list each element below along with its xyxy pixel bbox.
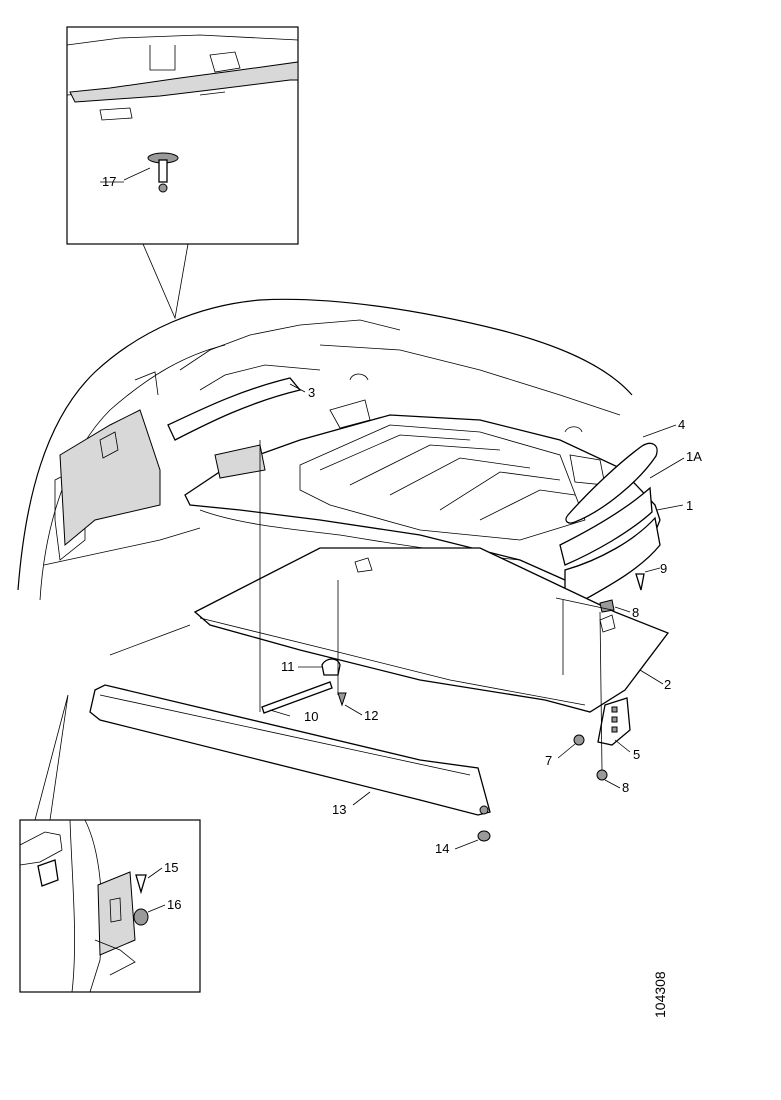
callout-14: 14	[435, 841, 449, 856]
trim-panel-13	[89, 684, 491, 816]
callout-12: 12	[364, 708, 378, 723]
callout-16: 16	[167, 897, 181, 912]
bracket-5	[597, 697, 631, 746]
fastener-17	[147, 152, 179, 193]
detail-pointer-bottom	[34, 694, 69, 821]
fasteners	[261, 573, 645, 842]
trim-strip-left	[167, 377, 302, 441]
nut-7	[573, 734, 585, 746]
nut-8-lower	[596, 769, 608, 781]
callout-8-lower: 8	[622, 780, 629, 795]
callout-3: 3	[308, 385, 315, 400]
document-number: 104308	[652, 971, 668, 1018]
callout-1: 1	[686, 498, 693, 513]
assembly-guide-lines	[109, 440, 613, 771]
callout-13: 13	[332, 802, 346, 817]
callout-15: 15	[164, 860, 178, 875]
detail-inset-bottom	[19, 819, 201, 993]
callout-10: 10	[304, 709, 318, 724]
screw-15	[135, 874, 147, 895]
nut-16	[133, 908, 149, 926]
callout-11: 11	[281, 659, 295, 674]
callout-1A: 1A	[686, 449, 702, 464]
rod-10	[261, 681, 333, 714]
screw-12	[337, 692, 347, 707]
callout-5: 5	[633, 747, 640, 762]
detail-inset-top-frame	[66, 26, 299, 245]
screw-9	[635, 573, 645, 591]
nut-8-upper	[599, 599, 615, 613]
callout-8-upper: 8	[632, 605, 639, 620]
callout-4: 4	[678, 417, 685, 432]
trim-piece-4	[565, 442, 658, 524]
panel-1A	[559, 486, 653, 566]
callout-labels: 17 3 4 1A 1 9 8 2 5 7 8 11 12 10 13 14 1	[100, 174, 702, 913]
cargo-cover-2	[193, 547, 670, 713]
detail-inset-bottom-frame	[19, 819, 201, 993]
detail-inset-top	[66, 26, 299, 245]
nut-14	[477, 830, 491, 842]
vehicle-body-outline	[17, 298, 633, 601]
callout-7: 7	[545, 753, 552, 768]
clip-11	[321, 658, 341, 676]
callout-9: 9	[660, 561, 667, 576]
detail-pointer-top	[142, 243, 189, 320]
callout-2: 2	[664, 677, 671, 692]
callout-17: 17	[102, 174, 116, 189]
panel-1	[564, 516, 661, 606]
